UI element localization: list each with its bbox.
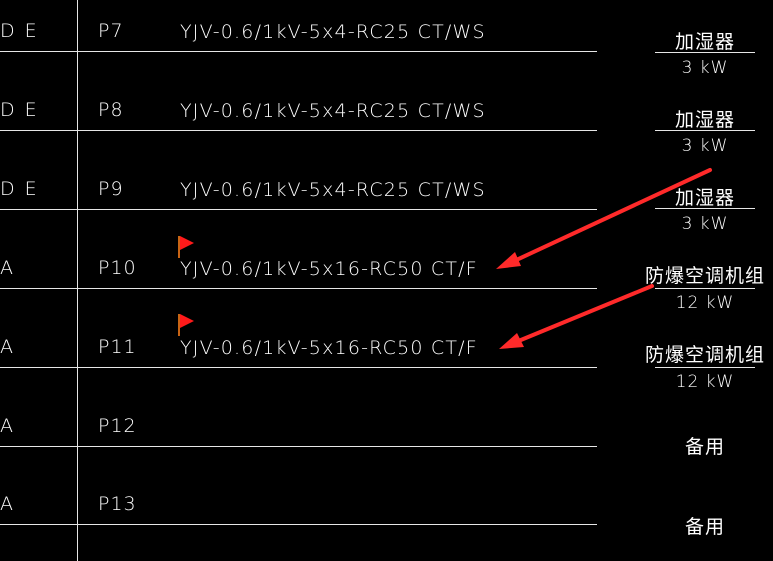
circuit-id: P10 xyxy=(98,257,137,279)
phase-label: A xyxy=(0,257,15,279)
row-divider xyxy=(0,130,597,131)
load-power: 3 kW xyxy=(681,58,729,78)
cable-spec: YJV-0.6/1kV-5x4-RC25 CT/WS xyxy=(180,100,486,122)
circuit-id: P9 xyxy=(98,178,124,200)
phase-label: A xyxy=(0,493,15,515)
load-underline xyxy=(655,130,755,131)
flag-icon[interactable] xyxy=(178,314,194,336)
load-power: 3 kW xyxy=(681,136,729,156)
load-underline xyxy=(655,367,755,368)
phase-label: D E xyxy=(0,99,39,121)
flag-icon[interactable] xyxy=(178,236,194,258)
cable-spec: YJV-0.6/1kV-5x16-RC50 CT/F xyxy=(180,337,478,359)
load-power: 3 kW xyxy=(681,214,729,234)
arrow-annotation xyxy=(496,168,712,269)
circuit-id: P13 xyxy=(98,493,137,515)
phase-label: D E xyxy=(0,178,39,200)
load-name: 备用 xyxy=(684,436,725,458)
load-name: 备用 xyxy=(684,516,725,538)
load-name: 防爆空调机组 xyxy=(645,344,766,366)
cable-spec: YJV-0.6/1kV-5x4-RC25 CT/WS xyxy=(180,179,486,201)
load-name: 加湿器 xyxy=(674,109,735,131)
row-divider xyxy=(0,524,597,525)
load-underline xyxy=(655,52,755,53)
row-divider xyxy=(0,446,597,447)
arrow-annotation xyxy=(499,284,654,349)
circuit-id: P7 xyxy=(98,20,124,42)
phase-label: D E xyxy=(0,20,39,42)
cable-spec: YJV-0.6/1kV-5x16-RC50 CT/F xyxy=(180,258,478,280)
load-power: 12 kW xyxy=(675,372,735,392)
row-divider xyxy=(0,367,597,368)
circuit-id: P8 xyxy=(98,99,124,121)
circuit-id: P12 xyxy=(98,415,137,437)
load-underline xyxy=(655,288,755,289)
table-divider-vertical xyxy=(77,0,78,561)
load-power: 12 kW xyxy=(675,293,735,313)
circuit-id: P11 xyxy=(98,336,137,358)
row-divider xyxy=(0,288,597,289)
phase-label: A xyxy=(0,336,15,358)
row-divider xyxy=(0,209,597,210)
cable-spec: YJV-0.6/1kV-5x4-RC25 CT/WS xyxy=(180,21,486,43)
load-name: 加湿器 xyxy=(674,187,735,209)
row-divider xyxy=(0,51,597,52)
load-name: 防爆空调机组 xyxy=(645,265,766,287)
load-name: 加湿器 xyxy=(674,31,735,53)
phase-label: A xyxy=(0,415,15,437)
load-underline xyxy=(655,208,755,209)
